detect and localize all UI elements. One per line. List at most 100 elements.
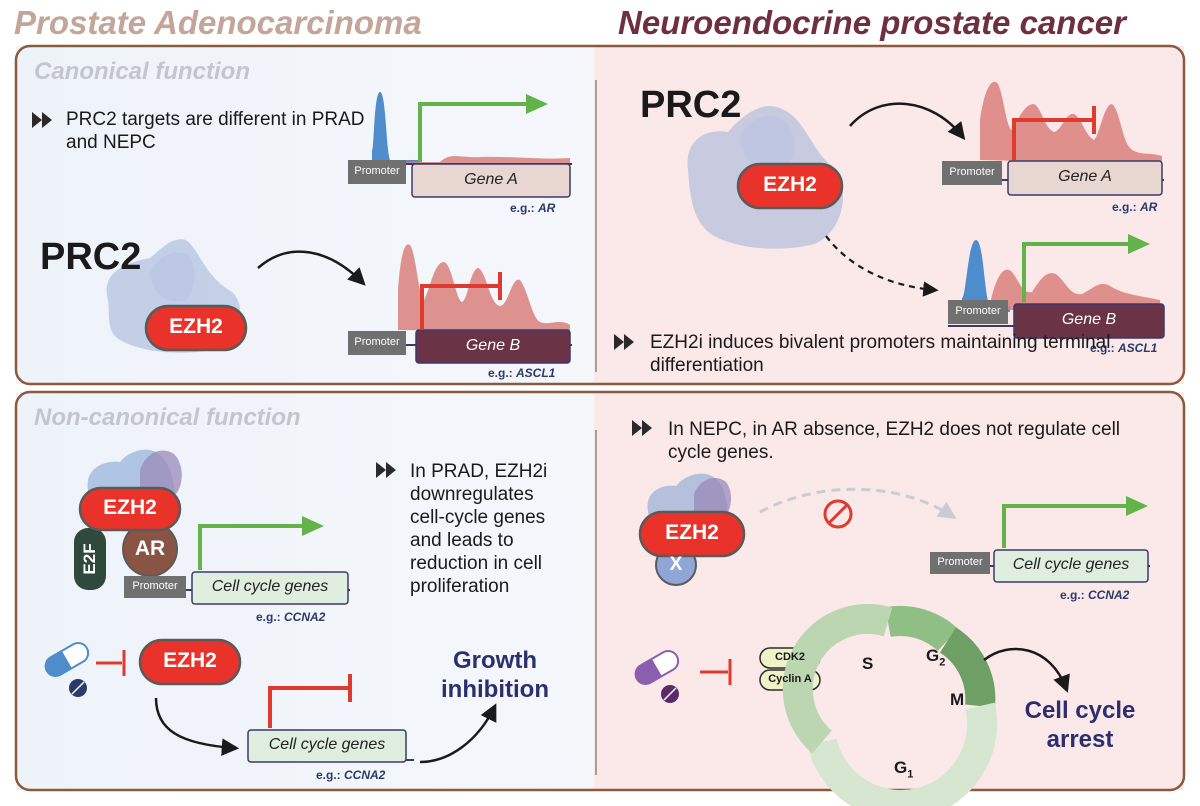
- prad-ezh2-label: EZH2: [169, 315, 223, 338]
- prad-repressed-example: e.g.: CCNA2: [316, 768, 386, 782]
- phase-segment-g1: [807, 702, 997, 806]
- e2f-protein: [74, 528, 106, 590]
- cell-cycle-genes-box: [993, 549, 1149, 583]
- arrowhead-green: [1126, 496, 1148, 516]
- gene-a-box: [1007, 160, 1163, 196]
- noncanonical-prad-bullet: In PRAD, EZH2i downregulates cell-cycle …: [410, 461, 548, 597]
- growth-inhibition-label: Growth inhibition: [441, 647, 549, 703]
- prc2-subunit-blob: [150, 252, 195, 302]
- prad-prc2-label: PRC2: [40, 236, 142, 278]
- phase-g2-label: G2: [926, 646, 946, 669]
- x-label: X: [669, 554, 683, 575]
- prad-inhibited-ezh2-label: EZH2: [163, 649, 217, 672]
- cell-cycle-genes-box: [191, 571, 349, 605]
- active-peak-blue: [372, 92, 420, 165]
- noncanonical-frame: [14, 390, 1186, 792]
- phase-g1-label: G1: [894, 758, 914, 781]
- prad-cell-cycle-genes-label: Cell cycle genes: [211, 578, 329, 595]
- nepc-cell-cycle-track: [930, 496, 1150, 583]
- gene-b-box: [1013, 303, 1165, 339]
- nepc-nc-ezh2-label: EZH2: [665, 521, 719, 544]
- prad-gene-a-track: [348, 92, 572, 198]
- e2f-label: E2F: [80, 543, 99, 575]
- ezh2-pill: [736, 162, 844, 210]
- prad-repressed-track: [247, 674, 414, 763]
- bullet-icon: [32, 112, 652, 478]
- canonical-prad-bullet: PRC2 targets are different in PRAD and N…: [66, 109, 365, 153]
- nepc-ezh2-x-complex: [638, 473, 746, 586]
- promoter-box: [930, 552, 990, 574]
- canonical-nepc-bullet: EZH2i induces bivalent promoters maintai…: [650, 332, 1111, 376]
- transcription-arrow: [418, 102, 530, 162]
- nepc-cell-cycle-genes-label: Cell cycle genes: [1012, 556, 1130, 573]
- transcription-arrow: [198, 524, 306, 570]
- nepc-prc2-complex: [687, 106, 844, 249]
- nepc-gene-b-label: Gene B: [1061, 311, 1117, 328]
- repression-line: [268, 686, 350, 728]
- subunit-blob: [140, 450, 182, 494]
- promoter-box: [948, 300, 1008, 324]
- noncanonical-nepc-bullet: In NEPC, in AR absence, EZH2 does not re…: [668, 419, 1121, 463]
- prad-ezh2-ar-complex: [74, 449, 182, 590]
- nepc-gene-b-promoter-label: Promoter: [955, 305, 1001, 317]
- prad-gene-b-promoter-label: Promoter: [354, 336, 400, 348]
- prc2-subunit-blob: [740, 115, 794, 171]
- prad-nc-ezh2-label: EZH2: [103, 496, 157, 519]
- cell-cycle-wheel: [782, 604, 997, 806]
- repressive-peaks: [980, 81, 1162, 164]
- promoter-box: [124, 576, 186, 598]
- prad-prc2-complex: [106, 239, 248, 353]
- prad-cell-cycle-example: e.g.: CCNA2: [256, 610, 326, 624]
- nepc-gene-b-example: e.g.: ASCL1: [1090, 341, 1158, 355]
- prad-cell-cycle-track: [124, 516, 350, 605]
- prad-gene-b-example: e.g.: ASCL1: [488, 366, 556, 380]
- phase-m-label: M: [950, 690, 965, 709]
- nepc-gene-a-track: [942, 81, 1164, 196]
- dashed-arrow-to-gene-b: [825, 235, 939, 297]
- cyclin-a-label: Cyclin A: [768, 673, 812, 685]
- nepc-ezh2-label: EZH2: [763, 173, 817, 196]
- nepc-prc2-label: PRC2: [640, 84, 742, 126]
- cdk2-label: CDK2: [775, 651, 805, 663]
- arrow-to-growth-inhibition: [419, 703, 497, 764]
- prad-gene-a-label: Gene A: [464, 171, 518, 188]
- nepc-gene-a-example: e.g.: AR: [1112, 200, 1158, 214]
- subunit-blob: [694, 478, 732, 518]
- transcription-arrow: [1022, 242, 1132, 302]
- prad-gene-b-label: Gene B: [465, 337, 521, 354]
- ezh2-pill: [78, 486, 182, 532]
- arrowhead-green: [526, 94, 548, 114]
- ar-label: AR: [134, 537, 166, 560]
- repression-line: [420, 284, 500, 330]
- arrowhead-green: [1128, 234, 1150, 254]
- canonical-frame: [14, 44, 1186, 386]
- noncanonical-nepc-background: [594, 392, 1184, 790]
- gene-a-box: [411, 163, 571, 198]
- nepc-cell-cycle-example: e.g.: CCNA2: [1060, 588, 1130, 602]
- ezh2i-pill-icon-nepc: [634, 650, 680, 703]
- noncanonical-section-title: Non-canonical function: [34, 404, 301, 431]
- nepc-gene-b-track: [948, 234, 1165, 339]
- active-peak-blue: [962, 240, 1010, 312]
- prad-repressed-genes-label: Cell cycle genes: [268, 736, 386, 753]
- prad-gene-a-example: e.g.: AR: [510, 201, 556, 215]
- nepc-gene-a-promoter-label: Promoter: [949, 166, 995, 178]
- nepc-nc-promoter-label: Promoter: [937, 556, 983, 568]
- phase-segment-s-g2: [885, 605, 959, 652]
- arrow-to-repressed-genes: [154, 697, 240, 756]
- ezh2-pill: [638, 510, 746, 558]
- cell-cycle-genes-box: [247, 729, 407, 763]
- phase-s-label: S: [862, 654, 874, 673]
- promoter-box: [942, 161, 1002, 185]
- promoter-box: [348, 331, 406, 355]
- cell-cycle-arrest-label: Cell cycle arrest: [1024, 697, 1136, 753]
- repression-line: [1012, 118, 1094, 160]
- ezh2-inhibitor-pill-icon: [44, 642, 90, 697]
- curved-arrow-to-gene-b: [257, 250, 366, 286]
- repressive-peaks: [398, 244, 570, 332]
- gene-b-box: [415, 329, 571, 364]
- canonical-section-title: Canonical function: [34, 58, 250, 85]
- curved-arrow-to-gene-a: [849, 102, 966, 141]
- transcription-arrow: [1002, 504, 1130, 548]
